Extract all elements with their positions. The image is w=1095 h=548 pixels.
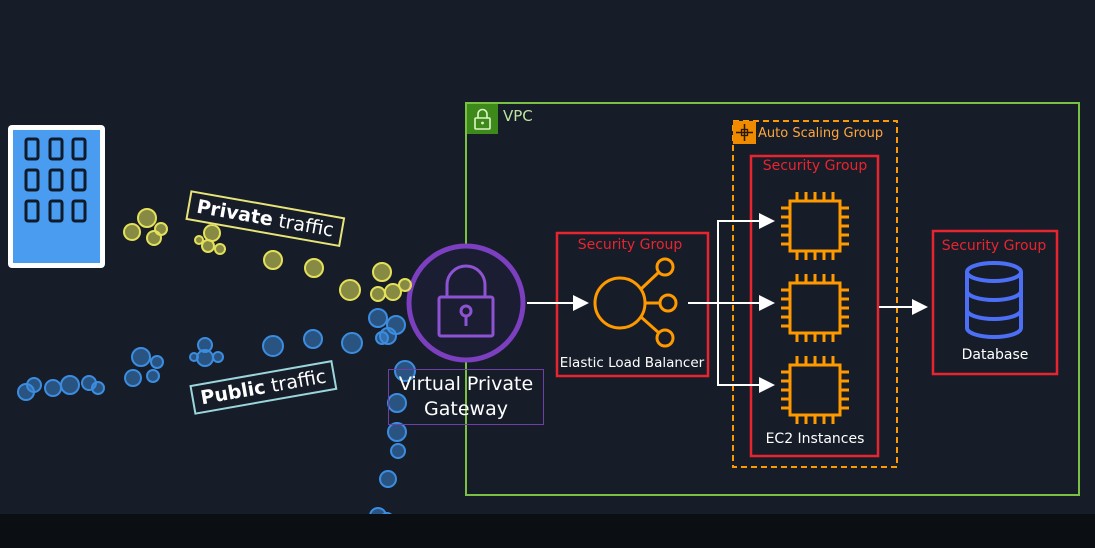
private-traffic-bubbles: [123, 208, 412, 302]
database-icon: [965, 261, 1023, 339]
auto-scaling-group-label: Auto Scaling Group: [758, 126, 884, 141]
security-group-db-label: Security Group: [941, 238, 1047, 254]
auto-scaling-group-boundary: [732, 120, 898, 468]
database-label: Database: [961, 347, 1029, 363]
security-group-elb-boundary: [555, 231, 710, 378]
flow-arrows: [527, 213, 928, 393]
security-group-elb-label: Security Group: [577, 237, 683, 253]
ec2-chip-icons: [779, 192, 851, 426]
security-group-ec2-boundary: [749, 154, 880, 458]
vpc-label: VPC: [503, 107, 533, 125]
vpc-lock-icon: [467, 104, 498, 134]
private-traffic-label-rest: traffic: [270, 209, 336, 242]
padlock-icon: [406, 243, 526, 363]
chip-icon: [781, 192, 849, 260]
office-building-icon: [8, 125, 105, 268]
auto-scaling-icon: [733, 121, 756, 144]
chip-icon: [779, 354, 851, 426]
public-traffic-bubbles: [17, 308, 416, 537]
ec2-instances-label: EC2 Instances: [765, 431, 865, 447]
security-group-db-boundary: [931, 229, 1059, 376]
elastic-load-balancer-label: Elastic Load Balancer: [559, 355, 705, 371]
security-group-ec2-label: Security Group: [762, 158, 868, 174]
virtual-private-gateway-label: Virtual Private Gateway: [388, 369, 544, 425]
chip-icon: [779, 272, 851, 344]
load-balancer-icon: [593, 257, 678, 348]
video-letterbox-bar: [0, 514, 1095, 548]
